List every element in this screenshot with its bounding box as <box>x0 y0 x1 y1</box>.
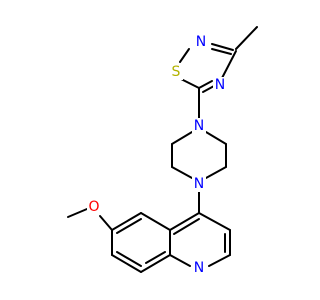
atom-label-background <box>192 118 206 134</box>
bond <box>99 215 113 231</box>
bond <box>220 50 237 81</box>
bond <box>198 212 231 231</box>
atom-label-background <box>87 199 101 215</box>
nitrogen-atom-label: N <box>215 77 225 93</box>
oxygen-atom-label: O <box>88 199 99 215</box>
molecule-structure: S N N N N O N <box>67 26 258 276</box>
bond <box>140 254 171 273</box>
atom-labels: S N N N N O N <box>87 34 227 276</box>
bond <box>145 251 166 264</box>
bond <box>67 208 88 218</box>
bond <box>208 254 231 267</box>
atom-label-background <box>192 260 206 276</box>
sulfur-atom-label: S <box>172 64 181 80</box>
bond <box>211 48 232 55</box>
bond <box>235 26 258 50</box>
bond <box>198 80 213 89</box>
bond <box>202 85 215 93</box>
bond <box>211 43 234 51</box>
nitrogen-atom-label: N <box>194 260 204 276</box>
nitrogen-atom-label: N <box>196 34 206 50</box>
bond <box>111 254 142 273</box>
atom-label-background <box>213 77 227 93</box>
bond <box>173 218 200 235</box>
bond <box>171 166 193 179</box>
bond <box>205 166 227 179</box>
bond <box>180 78 200 89</box>
bond <box>169 254 191 267</box>
bond <box>179 48 190 63</box>
nitrogen-atom-label: N <box>194 118 204 134</box>
atom-label-background <box>192 176 206 192</box>
bonds <box>67 26 258 273</box>
bond <box>140 212 171 231</box>
atom-label-background <box>169 64 183 80</box>
bond <box>169 212 200 231</box>
bond <box>116 218 142 234</box>
atom-label-background <box>194 34 208 50</box>
bond <box>171 131 193 145</box>
bond <box>111 212 142 231</box>
nitrogen-atom-label: N <box>194 176 204 192</box>
bond <box>116 251 142 267</box>
bond <box>205 131 227 145</box>
